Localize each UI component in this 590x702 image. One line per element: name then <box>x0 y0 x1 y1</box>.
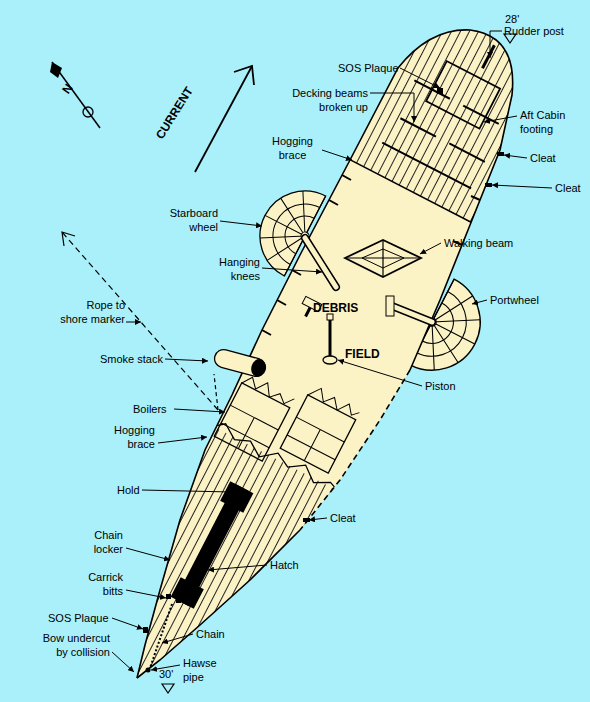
rope-line <box>214 374 218 410</box>
part-label: Piston <box>425 379 456 393</box>
current-label: CURRENT <box>153 84 196 141</box>
part-label: Chain <box>196 627 225 641</box>
boiler-drawing <box>214 372 295 461</box>
leader-line <box>504 155 527 158</box>
hold-drawing <box>171 481 254 608</box>
depth-value: 30' <box>159 667 173 681</box>
hawse-pipe-drawing <box>146 668 151 673</box>
bitt <box>176 598 181 603</box>
part-label: Aft Cabin footing <box>520 108 582 136</box>
bitt <box>166 594 171 599</box>
compass-letter: N <box>59 81 75 96</box>
part-label: Starboard wheel <box>163 206 218 234</box>
part-label: Walking beam <box>444 236 513 250</box>
walking-beam-drawing <box>345 240 421 277</box>
part-label: Hold <box>117 483 140 497</box>
part-label: SOS Plaque <box>48 611 109 625</box>
leader-line <box>220 221 262 226</box>
part-label: Hanging knees <box>205 255 260 283</box>
part-label: Cleat <box>330 511 356 525</box>
hull-outline <box>137 530 300 678</box>
broken-deck-edge <box>175 401 377 514</box>
leader-line <box>309 518 327 520</box>
part-label: Chain locker <box>78 528 123 556</box>
leader-line <box>174 409 225 412</box>
rope-arrowhead <box>62 232 75 246</box>
part-label: Smoke stack <box>100 352 163 366</box>
deck-planks <box>333 0 585 233</box>
leader-line <box>208 565 267 570</box>
leader-line <box>262 268 322 272</box>
stern-deck <box>333 0 585 233</box>
leader-line <box>490 31 502 58</box>
deck-beams <box>382 80 503 188</box>
leader-line <box>142 490 232 492</box>
leader-line <box>338 360 422 386</box>
leader-line <box>420 243 441 254</box>
deck-edge <box>333 151 493 234</box>
hanging-knees <box>262 175 480 335</box>
leader-line <box>400 68 440 88</box>
part-label: Rudder post <box>504 24 564 38</box>
leader-line <box>472 300 487 304</box>
part-label: Boilers <box>133 402 167 416</box>
part-label: Decking beams broken up <box>278 86 368 114</box>
leader-line <box>112 618 143 629</box>
part-label: Hogging brace <box>100 423 155 451</box>
leader-line <box>126 590 166 598</box>
leader-line <box>492 185 552 188</box>
part-label: Hatch <box>270 558 299 572</box>
part-label: Bow undercut by collision <box>38 631 110 659</box>
depth-value: 28' <box>505 12 519 26</box>
leader-line <box>112 652 134 672</box>
part-label: SOS Plaque <box>338 61 399 75</box>
leader-line <box>370 93 414 122</box>
shaft <box>305 238 336 287</box>
leader-line <box>322 150 352 160</box>
leader-line <box>126 322 141 323</box>
plaque <box>143 627 148 633</box>
leader-line <box>162 634 193 643</box>
piston-drawing <box>323 314 337 364</box>
part-label: Carrick bitts <box>78 570 123 598</box>
shaft <box>305 238 336 287</box>
shaft <box>392 306 432 322</box>
chain-drawing <box>150 604 172 668</box>
cleat <box>303 518 310 522</box>
leader-line <box>484 116 517 122</box>
part-label: Hogging brace <box>265 134 320 162</box>
part-label: Cleat <box>555 181 581 195</box>
depth-triangle <box>162 684 174 693</box>
hull-outline <box>137 30 513 678</box>
part-label: Cleat <box>530 151 556 165</box>
rudder-post <box>482 45 494 68</box>
part-label: Hawse pipe <box>183 656 223 684</box>
cleat <box>485 183 492 187</box>
cleat <box>497 152 504 156</box>
current-arrow <box>195 66 254 172</box>
boiler-drawing <box>280 384 361 473</box>
leader-line <box>165 359 208 361</box>
part-label: Portwheel <box>490 293 539 307</box>
area-label: FIELD <box>345 347 380 361</box>
part-label: Rope to shore marker <box>58 298 125 326</box>
leader-lines <box>112 31 552 672</box>
leader-line <box>126 548 170 560</box>
crank <box>386 296 394 316</box>
leader-line <box>158 437 207 443</box>
smoke-stack-drawing <box>213 348 268 379</box>
plaque <box>437 88 443 94</box>
area-label: DEBRIS <box>313 301 358 315</box>
shaft <box>392 306 432 322</box>
compass <box>50 62 100 128</box>
